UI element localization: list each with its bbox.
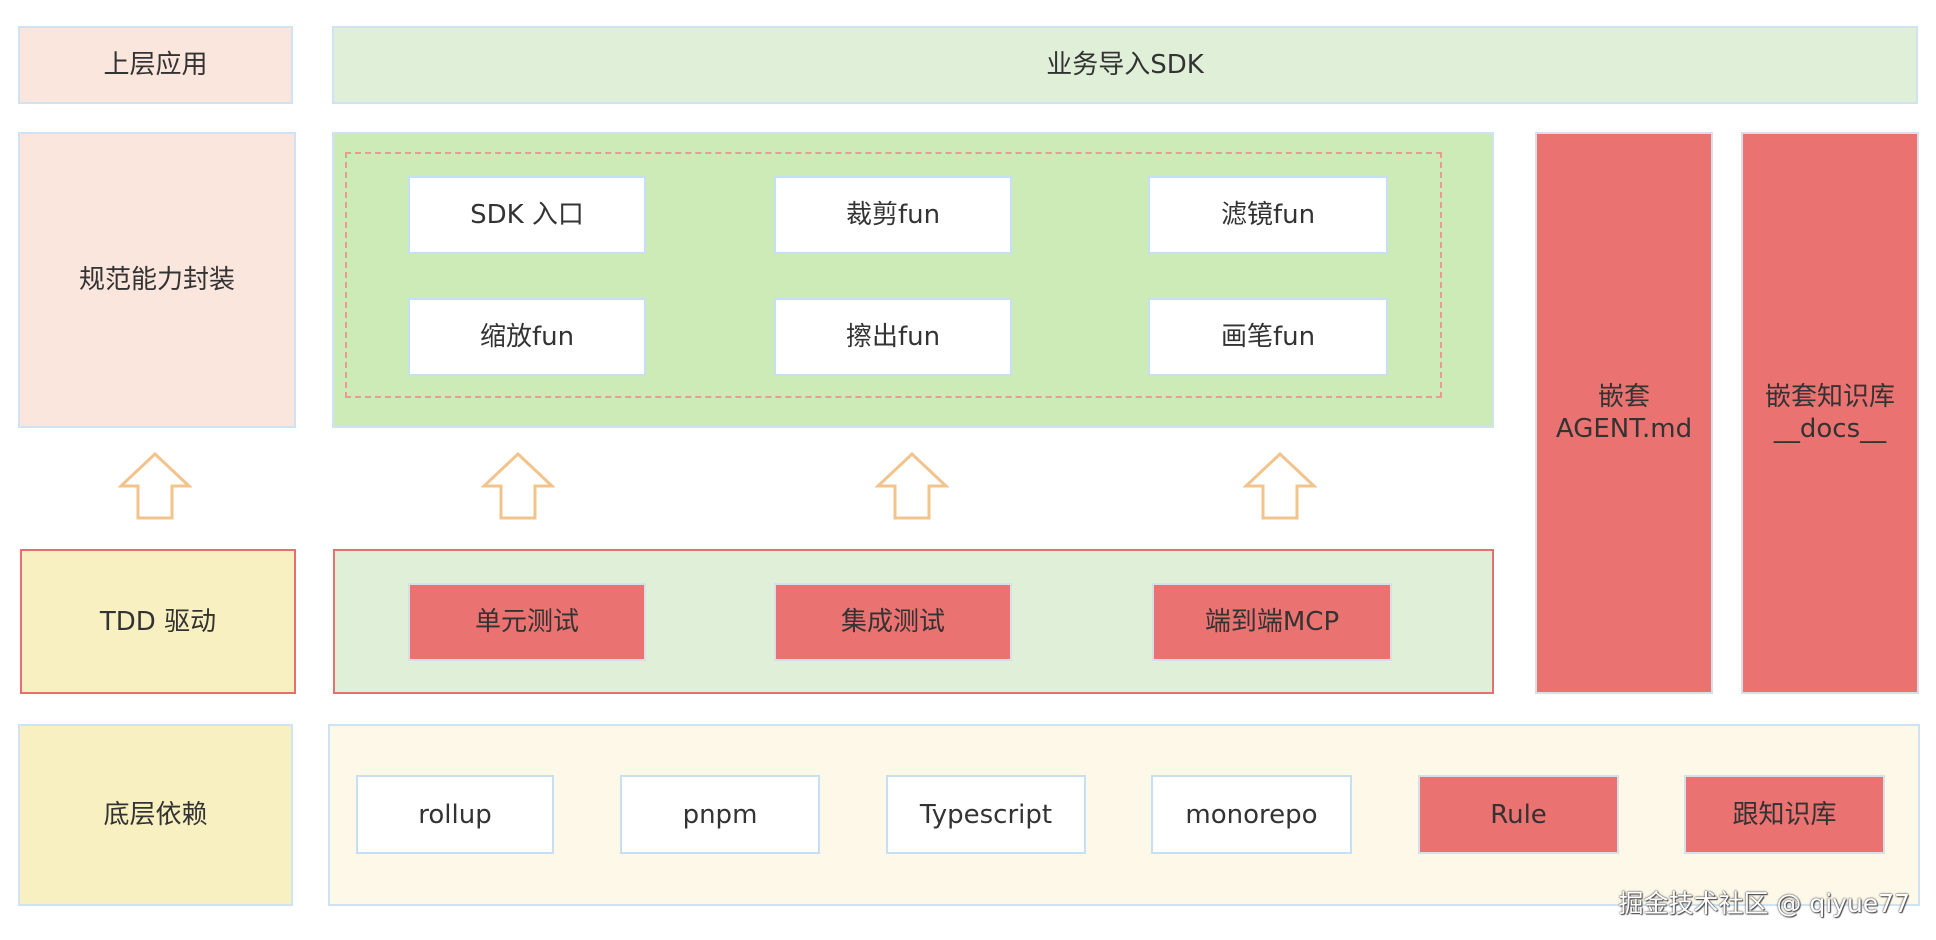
sdk-function-chip: 画笔fun <box>1148 298 1388 376</box>
nested-kb-line2: __docs__ <box>1773 414 1887 444</box>
nested-kb-line1: 嵌套知识库 <box>1764 382 1895 412</box>
sdk-function-chip: 裁剪fun <box>774 176 1012 254</box>
test-label: 集成测试 <box>840 607 945 637</box>
watermark: 掘金技术社区 @ qiyue77 <box>1618 889 1910 918</box>
test-chip: 集成测试 <box>774 583 1012 661</box>
sdk-function-label: 擦出fun <box>845 322 941 352</box>
tdd-driven-text: TDD 驱动 <box>99 606 217 637</box>
nested-agent-line2: AGENT.md <box>1555 414 1693 444</box>
dep-chip: monorepo <box>1151 775 1352 854</box>
dep-label: rollup <box>418 799 492 830</box>
nested-agent-column: 嵌套 AGENT.md <box>1535 132 1713 694</box>
sdk-function-chip: 擦出fun <box>774 298 1012 376</box>
dep-label: Rule <box>1490 799 1547 830</box>
dep-chip-highlight: Rule <box>1418 775 1619 854</box>
sdk-function-label: 画笔fun <box>1220 322 1316 352</box>
dep-label: monorepo <box>1185 799 1318 830</box>
business-sdk-text: 业务导入SDK <box>1046 50 1204 80</box>
sdk-functions-group-border <box>345 152 1442 398</box>
dep-chip: pnpm <box>620 775 820 854</box>
dep-chip-highlight: 跟知识库 <box>1684 775 1885 854</box>
sdk-function-label: SDK 入口 <box>470 200 584 230</box>
upper-app-label: 上层应用 <box>18 26 293 104</box>
underlying-deps-label: 底层依赖 <box>18 724 293 906</box>
dep-chip: rollup <box>356 775 554 854</box>
nested-knowledge-base-column: 嵌套知识库 __docs__ <box>1741 132 1919 694</box>
spec-encapsulation-label: 规范能力封装 <box>18 132 296 428</box>
up-arrow-icon <box>1243 452 1317 520</box>
dep-label: pnpm <box>682 799 758 830</box>
sdk-function-chip: 缩放fun <box>408 298 646 376</box>
deps-panel <box>328 724 1920 906</box>
sdk-function-label: 缩放fun <box>479 322 575 352</box>
up-arrow-icon <box>481 452 555 520</box>
test-chip: 端到端MCP <box>1152 583 1392 661</box>
up-arrow-icon <box>875 452 949 520</box>
dep-label: Typescript <box>919 799 1053 830</box>
spec-encapsulation-text: 规范能力封装 <box>78 265 235 295</box>
sdk-function-chip: SDK 入口 <box>408 176 646 254</box>
sdk-function-chip: 滤镜fun <box>1148 176 1388 254</box>
dep-label: 跟知识库 <box>1732 799 1837 830</box>
nested-agent-line1: 嵌套 <box>1597 382 1650 412</box>
up-arrow-icon <box>118 452 192 520</box>
sdk-function-label: 滤镜fun <box>1220 200 1316 230</box>
business-sdk-band: 业务导入SDK <box>332 26 1918 104</box>
test-label: 单元测试 <box>474 607 579 637</box>
dep-chip: Typescript <box>886 775 1086 854</box>
sdk-function-label: 裁剪fun <box>845 200 941 230</box>
test-label: 端到端MCP <box>1204 607 1340 637</box>
tdd-driven-label: TDD 驱动 <box>20 549 296 694</box>
underlying-deps-text: 底层依赖 <box>103 800 208 830</box>
upper-app-text: 上层应用 <box>103 50 208 80</box>
test-chip: 单元测试 <box>408 583 646 661</box>
